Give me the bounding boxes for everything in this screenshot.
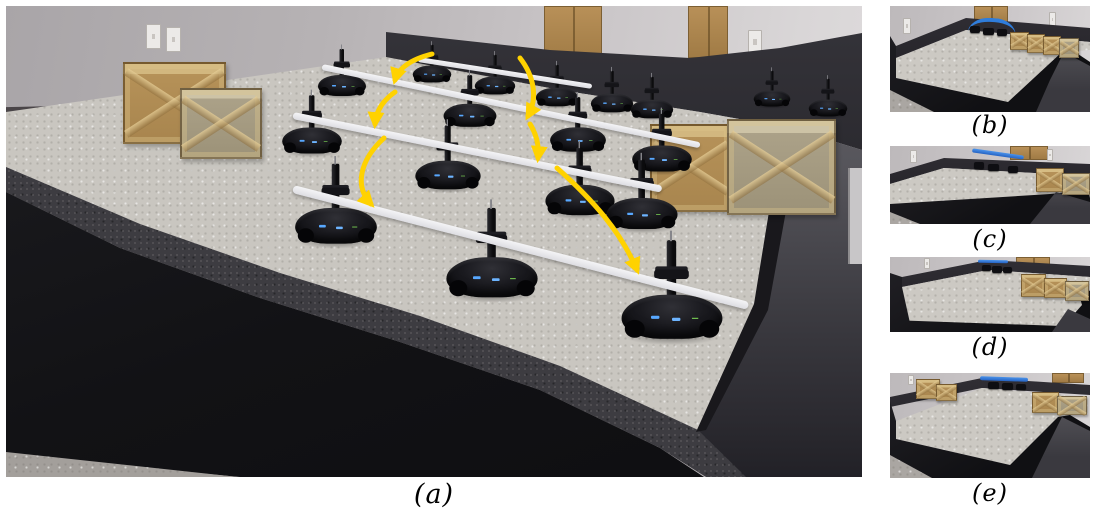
subfigure-label: (b) [971,111,1009,139]
wooden-crate [936,384,957,401]
wall-sliver [848,168,862,264]
door [1052,373,1084,383]
wooden-crate [1059,38,1079,58]
motion-arrow [517,55,542,121]
robot [294,156,379,249]
robot [974,162,984,169]
robot [988,164,999,171]
wooden-crate [180,88,262,159]
light-switch [908,375,914,385]
subfigure-label: (d) [971,333,1009,361]
light-switch [146,24,161,49]
robot [992,266,1002,273]
wooden-crate [1065,281,1089,301]
wooden-crate [1036,168,1064,192]
wooden-crate [1032,392,1059,413]
motion-arrow [554,165,641,275]
subfigure-label: (c) [972,225,1008,253]
wooden-crate [1057,394,1087,417]
robot [590,66,634,115]
wooden-crate [727,119,836,215]
robot [1002,383,1013,390]
subfigure-d-photo [890,257,1090,332]
motion-arrow-group [356,51,641,275]
robot [317,44,367,99]
light-switch [1049,12,1056,27]
subfigure-a-photo [6,6,862,477]
motion-arrow [390,51,435,85]
wooden-crate [1062,173,1090,195]
light-switch [1047,149,1053,161]
blue-lit-rod [977,259,1009,264]
robot [443,70,498,131]
robot [535,60,579,109]
robot [997,29,1007,36]
robot [1016,384,1026,390]
motion-arrows [356,51,641,275]
robot [1008,166,1018,173]
robot [544,140,616,220]
subfigure-e-photo [890,373,1090,478]
wooden-crate [1021,274,1046,297]
light-switch [910,150,917,163]
subfigure-label: (a) [413,479,455,510]
motion-arrow [356,135,387,208]
wooden-crate [1044,278,1067,298]
robot [982,265,991,271]
light-switch [903,18,911,34]
door [688,6,728,58]
light-switch [166,27,181,52]
robot [988,382,999,389]
robot [983,28,994,35]
motion-arrow [527,121,548,164]
subfigure-b-photo [890,6,1090,112]
robot [970,26,980,33]
subfigure-c-photo [890,146,1090,224]
subfigure-label: (e) [972,479,1008,507]
robot [753,67,791,109]
light-switch [924,258,930,269]
motion-arrow [367,89,398,130]
robot [808,75,848,119]
robot [620,230,725,346]
robot [1003,267,1012,273]
